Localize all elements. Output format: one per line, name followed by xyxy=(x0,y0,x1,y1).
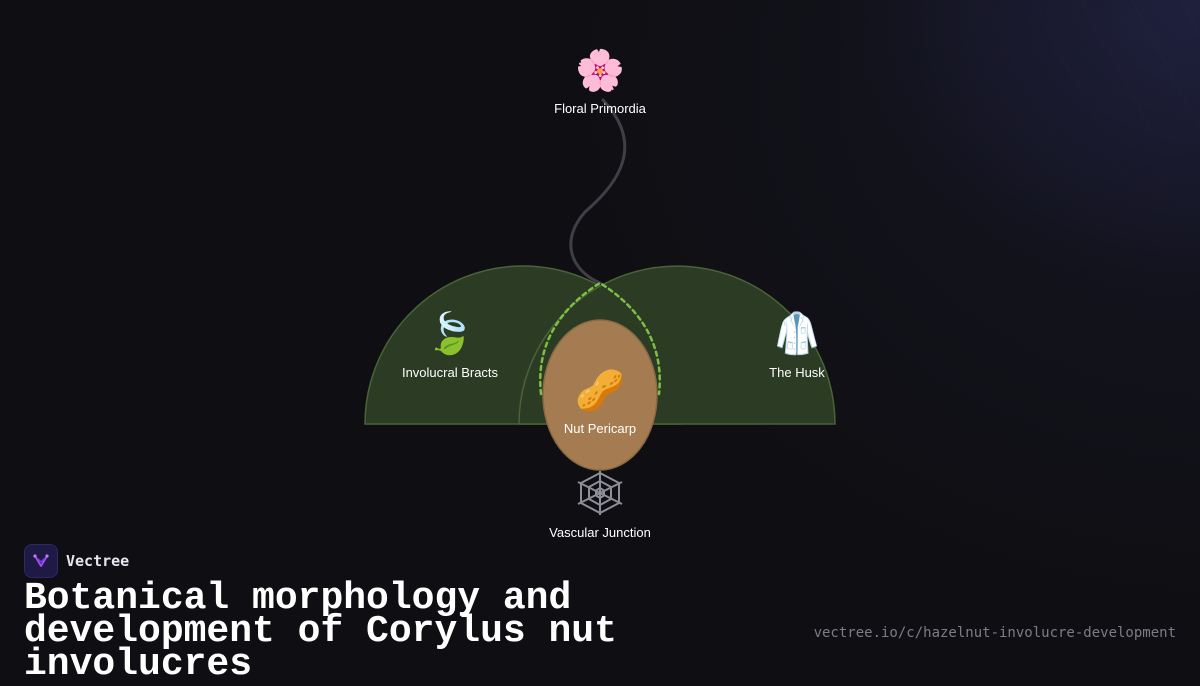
involucral-bracts-label: Involucral Bracts xyxy=(401,365,499,380)
pericarp-ellipse xyxy=(542,319,658,471)
leaves-icon: 🍃 xyxy=(425,312,475,356)
vectree-logo-icon xyxy=(24,544,58,578)
source-url[interactable]: vectree.io/c/hazelnut-involucre-developm… xyxy=(813,625,1176,641)
cherry-blossom-icon: 🌸 xyxy=(575,49,625,93)
spider-web-icon xyxy=(577,471,623,515)
floral-primordia-label: Floral Primordia xyxy=(554,101,646,116)
coat-icon: 🥼 xyxy=(772,312,822,356)
stem-connector xyxy=(569,98,627,285)
peanut-icon: 🥜 xyxy=(575,369,625,413)
brand-name: Vectree xyxy=(66,552,130,570)
nut-pericarp-label: Nut Pericarp xyxy=(563,421,637,436)
brand[interactable]: Vectree xyxy=(24,544,129,578)
the-husk-label: The Husk xyxy=(769,365,825,380)
vascular-junction-label: Vascular Junction xyxy=(549,525,651,540)
page-title: Botanical morphology and development of … xyxy=(24,577,617,686)
dashed-boundary xyxy=(538,281,662,396)
